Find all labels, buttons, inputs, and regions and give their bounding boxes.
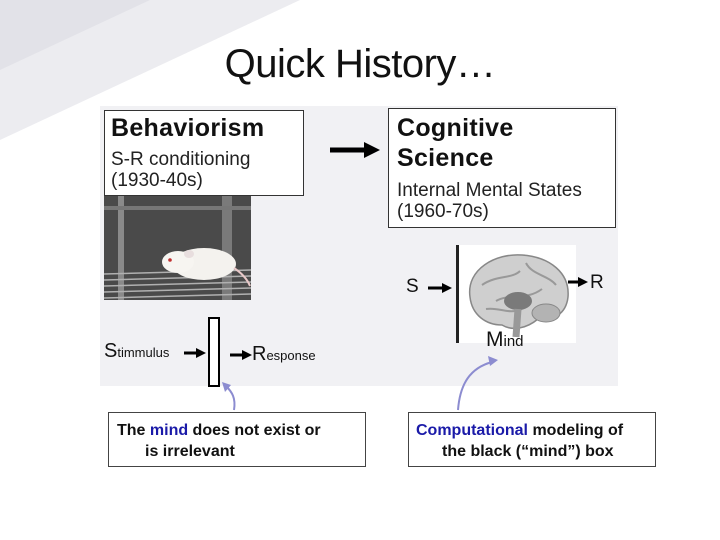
caption-behaviorism-highlight: mind [149,422,189,439]
stimulus-label: Stimmulus [104,340,169,363]
r-label: R [590,272,604,293]
behaviorism-heading: Behaviorism [111,114,265,142]
cognitive-line1: Internal Mental States [397,180,582,201]
mind-initial: M [486,328,504,351]
cognitive-science-box: Cognitive Science Internal Mental States… [388,108,616,228]
caption-behaviorism-part2: does not exist or [188,422,321,439]
mind-rest: ind [503,333,524,350]
caption-cognitive-highlight: Computational [416,422,528,439]
response-rest: esponse [266,348,316,363]
brain-image [456,245,576,343]
caption-cognitive-part1: modeling of [528,422,624,439]
caption-behaviorism: The mind does not exist or is irrelevant [108,412,366,467]
cognitive-heading-line2: Science [397,144,494,172]
s-label: S [406,276,419,297]
caption-behaviorism-line2: is irrelevant [145,443,235,460]
stimulus-initial: S [104,340,118,362]
response-initial: R [252,343,267,365]
mind-label: Mind [486,328,524,352]
caption-cognitive-line1: Computational modeling of [416,420,655,441]
stimulus-rest: timmulus [117,345,170,360]
behaviorism-line2: (1930-40s) [111,170,203,191]
caption-cognitive: Computational modeling of the black (“mi… [408,412,656,467]
behaviorism-box: Behaviorism S-R conditioning (1930-40s) [104,110,304,196]
cognitive-line2: (1960-70s) [397,201,489,222]
slide-title: Quick History… [224,42,496,86]
behaviorism-line1: S-R conditioning [111,149,251,170]
rat-cage-photo [104,196,251,300]
caption-behaviorism-line1: The mind does not exist or [117,420,365,441]
cognitive-heading-line1: Cognitive [397,114,514,142]
slide-corner-decoration [0,0,300,140]
response-label: Response [252,343,316,366]
caption-cognitive-line2: the black (“mind”) box [442,443,614,460]
caption-behaviorism-part1: The [117,422,150,439]
